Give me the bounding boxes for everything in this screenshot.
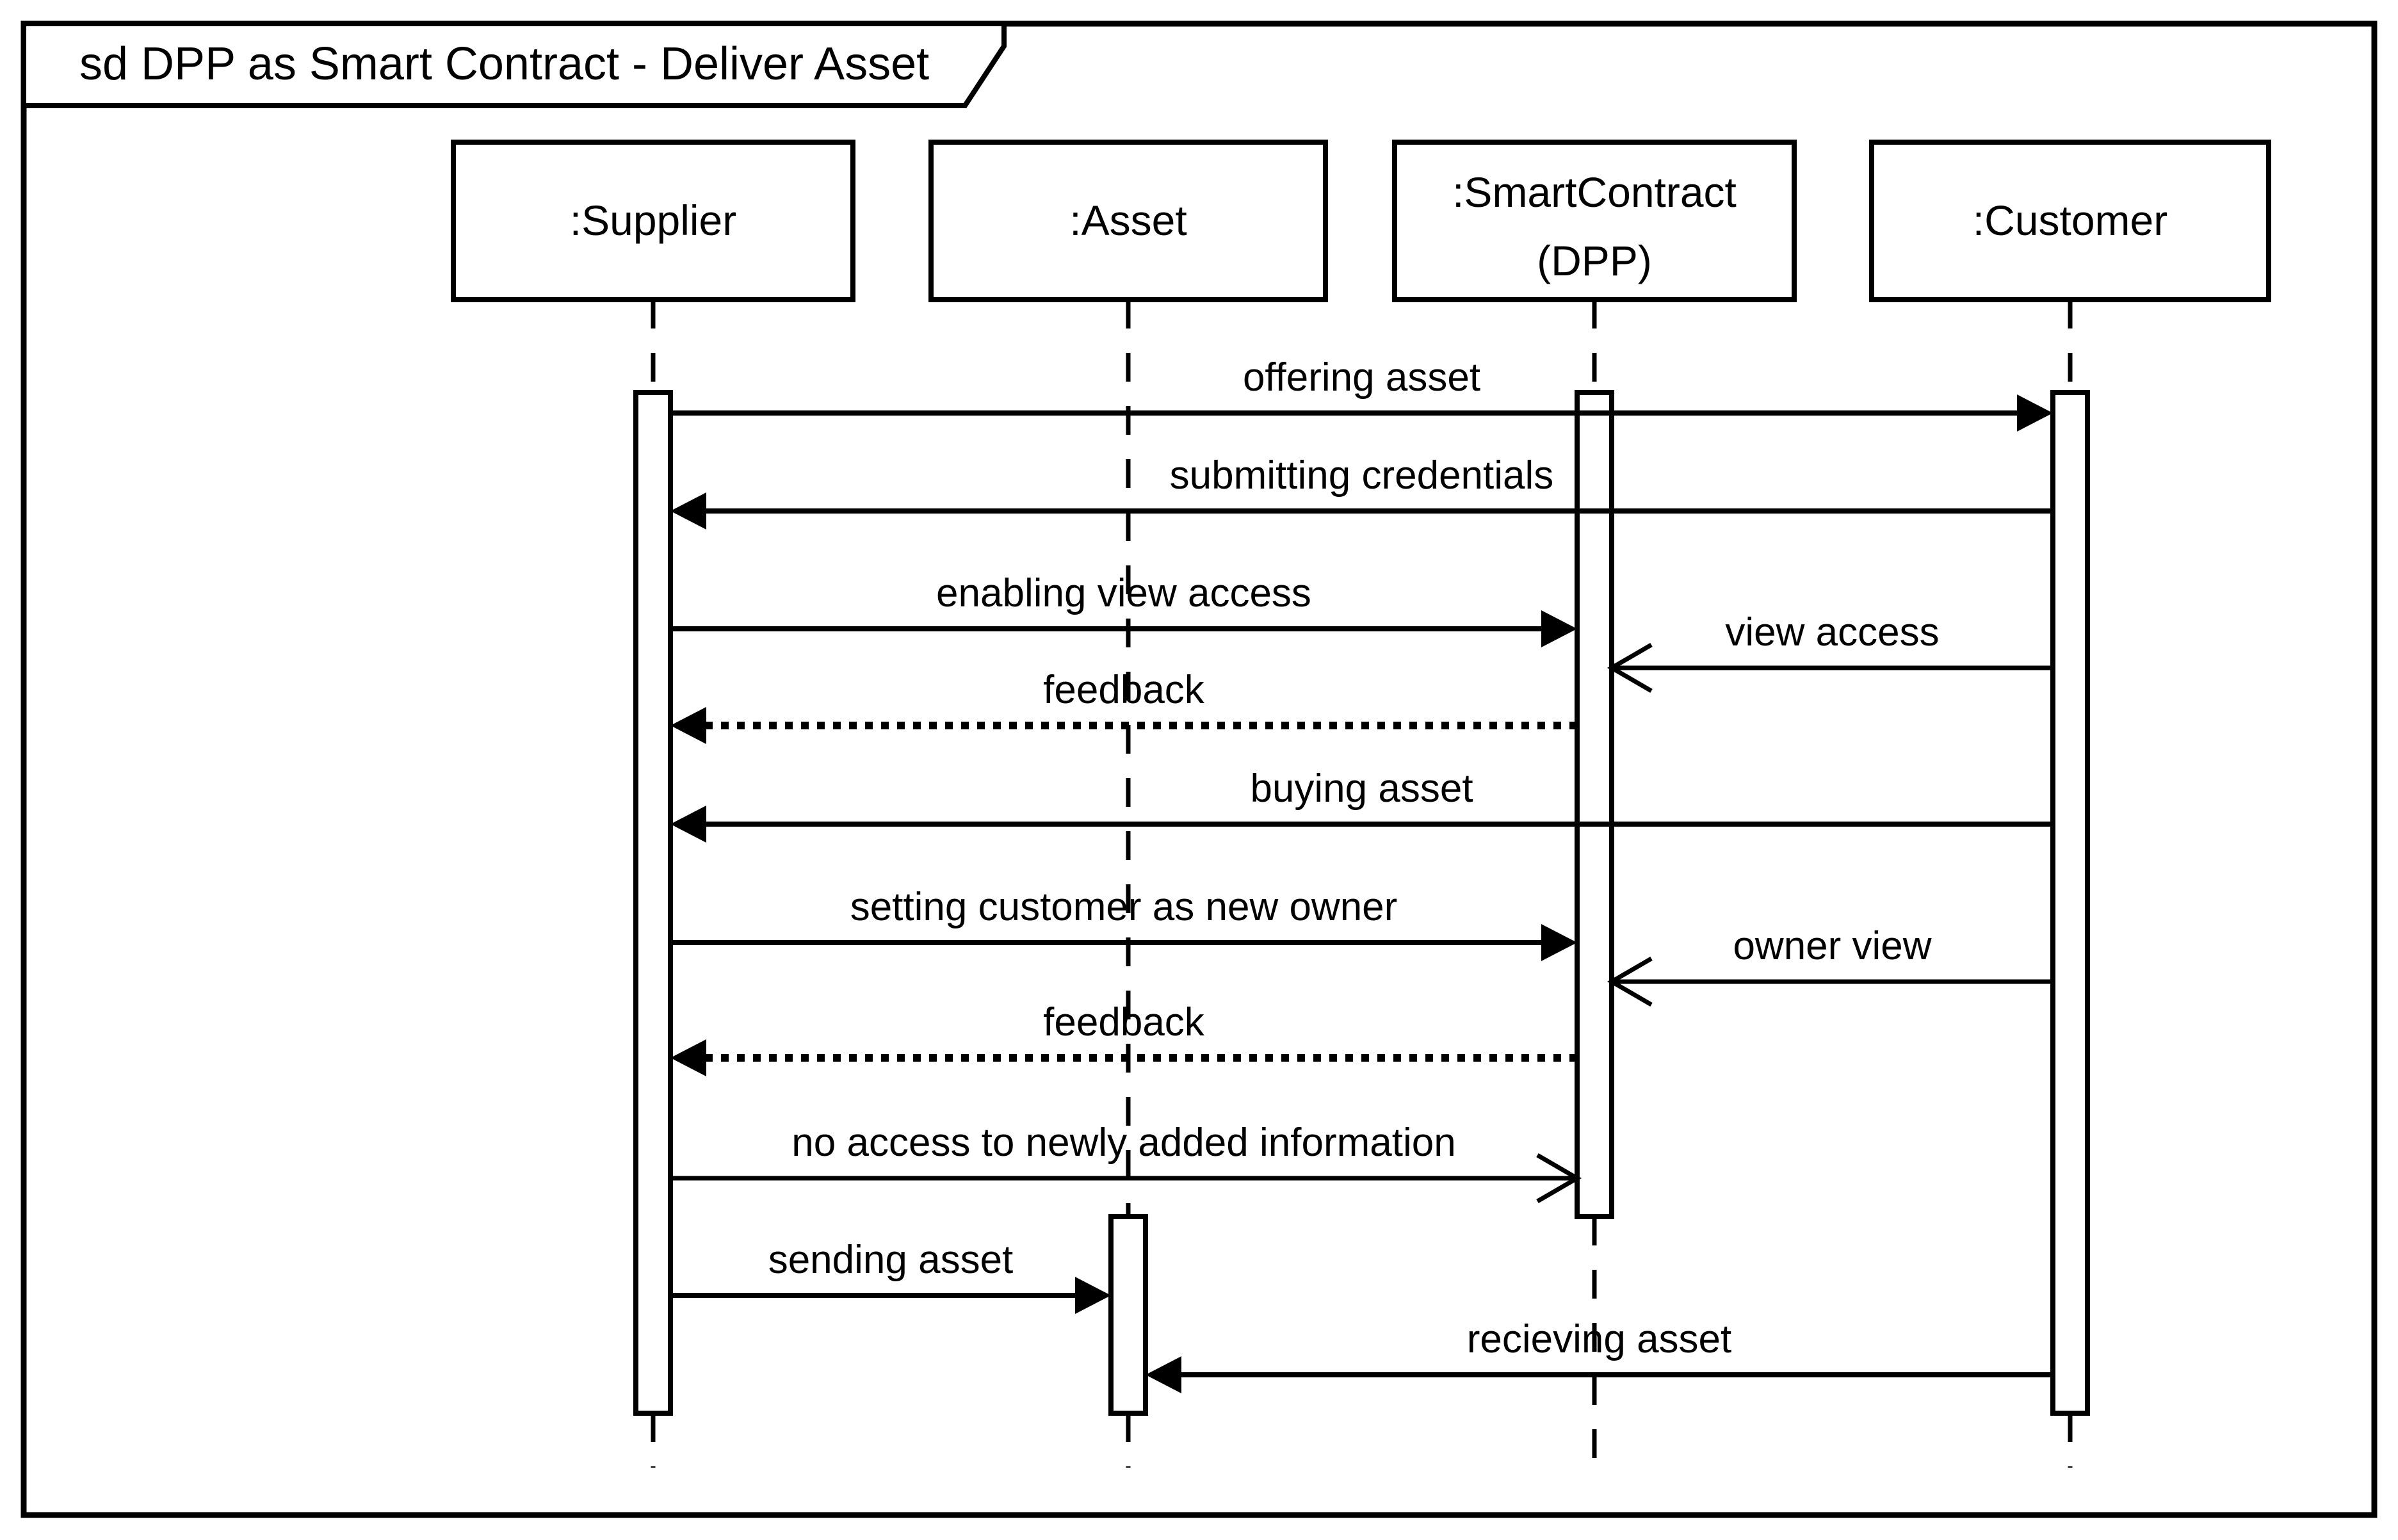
activation-bar-supplier (633, 390, 673, 1416)
message-label: offering asset (1243, 355, 1480, 400)
message-11: sending asset (670, 1238, 1111, 1314)
filled-arrowhead-icon (1075, 1277, 1111, 1314)
actor-label: :Customer (1973, 197, 2167, 244)
filled-arrowhead-icon (670, 1039, 706, 1076)
message-6: buying asset (670, 766, 2053, 843)
message-label: submitting credentials (1170, 453, 1554, 498)
actor-box-customer (1869, 140, 2271, 302)
message-label: sending asset (768, 1238, 1014, 1282)
filled-arrowhead-icon (1541, 610, 1577, 647)
message-2: submitting credentials (670, 453, 2053, 530)
activation-bar-customer (2050, 390, 2090, 1416)
actor-label: :SmartContract (1452, 168, 1737, 216)
frame-title: sd DPP as Smart Contract - Deliver Asset (79, 38, 929, 90)
filled-arrowhead-icon (670, 806, 706, 843)
actor-customer: :Customer (1869, 140, 2271, 302)
message-label: feedback (1043, 1000, 1205, 1044)
message-12: recieving asset (1146, 1317, 2053, 1393)
actor-box-asset (928, 140, 1328, 302)
message-3: enabling view access (670, 571, 1577, 647)
message-4: view access (1607, 610, 2053, 693)
filled-arrowhead-icon (1146, 1356, 1181, 1393)
actor-label: :Supplier (570, 197, 737, 244)
open-arrowhead-icon (1536, 1153, 1582, 1204)
message-label: view access (1725, 610, 1939, 654)
frame-title-tab (21, 21, 1007, 108)
message-8: owner view (1607, 924, 2053, 1007)
message-label: setting customer as new owner (850, 885, 1398, 929)
message-label: buying asset (1250, 766, 1473, 811)
activation-bar-smartcontract (1575, 390, 1614, 1219)
actor-label: (DPP) (1537, 237, 1652, 284)
message-9: feedback (670, 1000, 1577, 1076)
activation-bar-asset (1108, 1214, 1148, 1416)
message-label: no access to newly added information (791, 1121, 1455, 1165)
filled-arrowhead-icon (670, 707, 706, 744)
open-arrowhead-icon (1607, 642, 1653, 693)
message-1: offering asset (670, 355, 2053, 432)
message-7: setting customer as new owner (670, 885, 1577, 961)
message-label: enabling view access (936, 571, 1311, 615)
message-label: recieving asset (1467, 1317, 1732, 1361)
message-label: owner view (1733, 924, 1931, 968)
message-5: feedback (670, 668, 1577, 744)
message-10: no access to newly added information (670, 1121, 1582, 1204)
actor-label: :Asset (1069, 197, 1187, 244)
filled-arrowhead-icon (2017, 394, 2053, 432)
filled-arrowhead-icon (1541, 924, 1577, 961)
open-arrowhead-icon (1607, 956, 1653, 1007)
actor-asset: :Asset (928, 140, 1328, 302)
frame-border (20, 20, 2378, 1518)
actor-box-supplier (451, 140, 855, 302)
actor-box-smartcontract (1392, 140, 1797, 302)
message-label: feedback (1043, 668, 1205, 712)
filled-arrowhead-icon (670, 492, 706, 530)
actor-smartcontract: :SmartContract (DPP) (1392, 140, 1797, 302)
actor-supplier: :Supplier (451, 140, 855, 302)
